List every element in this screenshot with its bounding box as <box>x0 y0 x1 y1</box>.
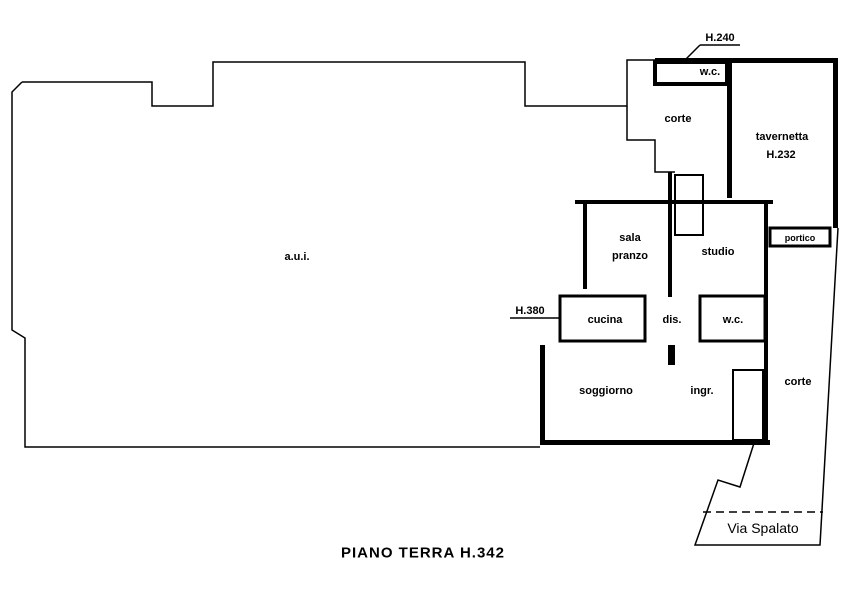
label-portico: portico <box>784 233 816 243</box>
aui-outline-left <box>11 81 540 448</box>
label-street: Via Spalato <box>727 520 799 536</box>
label-tavernetta: tavernetta <box>755 131 809 143</box>
wall-tav-left <box>727 58 732 198</box>
label-h240: H.240 <box>705 32 735 44</box>
label-aui: a.u.i. <box>284 251 310 263</box>
label-wc-top: w.c. <box>699 66 721 78</box>
label-h380: H.380 <box>515 305 545 317</box>
label-sala: sala <box>619 232 641 244</box>
wall-top <box>655 58 838 63</box>
portico-box <box>768 226 832 248</box>
label-pranzo: pranzo <box>611 250 649 262</box>
wall-sogg-left <box>540 345 545 445</box>
wall-bottom <box>540 440 770 445</box>
aui-outline <box>22 59 655 107</box>
wc-top-box <box>653 60 729 86</box>
wall-stair <box>668 172 672 297</box>
wall-tav-right <box>833 58 838 228</box>
stair-bottom <box>732 369 764 441</box>
plan-title: PIANO TERRA H.342 <box>341 544 505 562</box>
label-dis: dis. <box>662 314 682 326</box>
label-soggiorno: soggiorno <box>579 385 633 397</box>
label-studio: studio <box>701 246 735 258</box>
label-tavernetta-h: H.232 <box>766 149 796 161</box>
label-cucina: cucina <box>587 314 623 326</box>
label-ingr: ingr. <box>690 385 714 397</box>
label-corte-top: corte <box>664 113 692 125</box>
wc-box <box>698 294 767 343</box>
label-wc: w.c. <box>722 314 744 326</box>
stair-top <box>674 174 704 236</box>
label-corte-right: corte <box>784 376 812 388</box>
pillar <box>668 345 675 365</box>
corte-outline <box>626 106 675 173</box>
wall-sala-left <box>583 204 587 289</box>
